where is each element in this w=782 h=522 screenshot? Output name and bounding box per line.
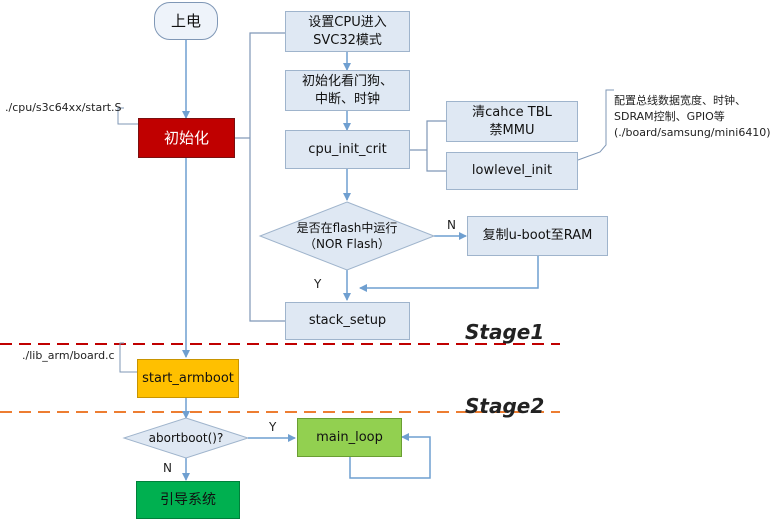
flash-no-label: N: [447, 218, 456, 232]
set-cpu-label-line2: SVC32模式: [313, 32, 382, 48]
flash-yes-label: Y: [314, 277, 322, 291]
lowlevel-note: 配置总线数据宽度、时钟、 SDRAM控制、GPIO等 (./board/sams…: [614, 93, 771, 141]
flash-decision-text: 是否在flash中运行 （NOR Flash）: [270, 214, 424, 258]
board-c-bracket: [119, 342, 137, 373]
stack-setup-node: stack_setup: [285, 302, 410, 340]
main-loop-node: main_loop: [297, 418, 402, 457]
power-on-label: 上电: [170, 11, 201, 30]
init-watchdog-node: 初始化看门狗、 中断、时钟: [285, 70, 410, 111]
cpu-init-crit-node: cpu_init_crit: [285, 130, 410, 169]
boot-system-label: 引导系统: [160, 491, 216, 508]
flash-decision-label-line2: （NOR Flash）: [303, 237, 391, 251]
init-label: 初始化: [163, 128, 209, 147]
clear-cache-label-line2: 禁MMU: [489, 122, 535, 138]
lowlevel-note-line1: 配置总线数据宽度、时钟、: [614, 94, 746, 107]
power-on-node: 上电: [154, 2, 218, 40]
set-cpu-node: 设置CPU进入 SVC32模式: [285, 11, 410, 52]
note-bracket: [577, 89, 614, 161]
start-s-bracket: [117, 107, 138, 125]
init-node: 初始化: [138, 118, 235, 158]
copy-uboot-node: 复制u-boot至RAM: [467, 216, 608, 256]
right-column-bracket: [249, 32, 285, 322]
abort-decision-label: abortboot()?: [148, 430, 224, 445]
init-watchdog-label-line1: 初始化看门狗、: [301, 73, 393, 89]
cpu-init-crit-label: cpu_init_crit: [308, 141, 387, 157]
crit-bracket: [426, 120, 446, 172]
init-watchdog-label-line2: 中断、时钟: [314, 91, 380, 107]
set-cpu-label-line1: 设置CPU进入: [308, 14, 387, 30]
mainloop-self-loop: [349, 433, 431, 479]
lowlevel-init-node: lowlevel_init: [446, 152, 578, 190]
stage1-label: Stage1: [465, 320, 545, 344]
stack-setup-label: stack_setup: [308, 313, 387, 329]
boot-system-node: 引导系统: [136, 481, 240, 519]
clear-cache-node: 清cahce TBL 禁MMU: [446, 101, 578, 142]
abort-decision-text: abortboot()?: [134, 428, 238, 448]
copy-uboot-label: 复制u-boot至RAM: [482, 228, 593, 244]
lowlevel-note-line2: SDRAM控制、GPIO等: [614, 109, 725, 123]
flash-decision-label-line1: 是否在flash中运行: [296, 220, 398, 235]
board-c-path-label: ./lib_arm/board.c: [22, 349, 115, 362]
clear-cache-label-line1: 清cahce TBL: [472, 104, 552, 120]
start-s-path-label: ./cpu/s3c64xx/start.S: [5, 101, 122, 114]
flash-decision-diamond: [258, 201, 436, 271]
abort-yes-label: Y: [269, 420, 277, 434]
start-armboot-label: start_armboot: [142, 370, 234, 386]
abort-no-label: N: [163, 461, 172, 475]
lowlevel-init-label: lowlevel_init: [471, 163, 553, 179]
main-loop-label: main_loop: [316, 429, 383, 445]
arrow-copy-back: [359, 256, 539, 292]
abort-decision-diamond: [122, 417, 250, 459]
lowlevel-note-line3: (./board/samsung/mini6410): [614, 125, 771, 139]
stage2-label: Stage2: [465, 394, 545, 418]
start-armboot-node: start_armboot: [137, 359, 239, 398]
